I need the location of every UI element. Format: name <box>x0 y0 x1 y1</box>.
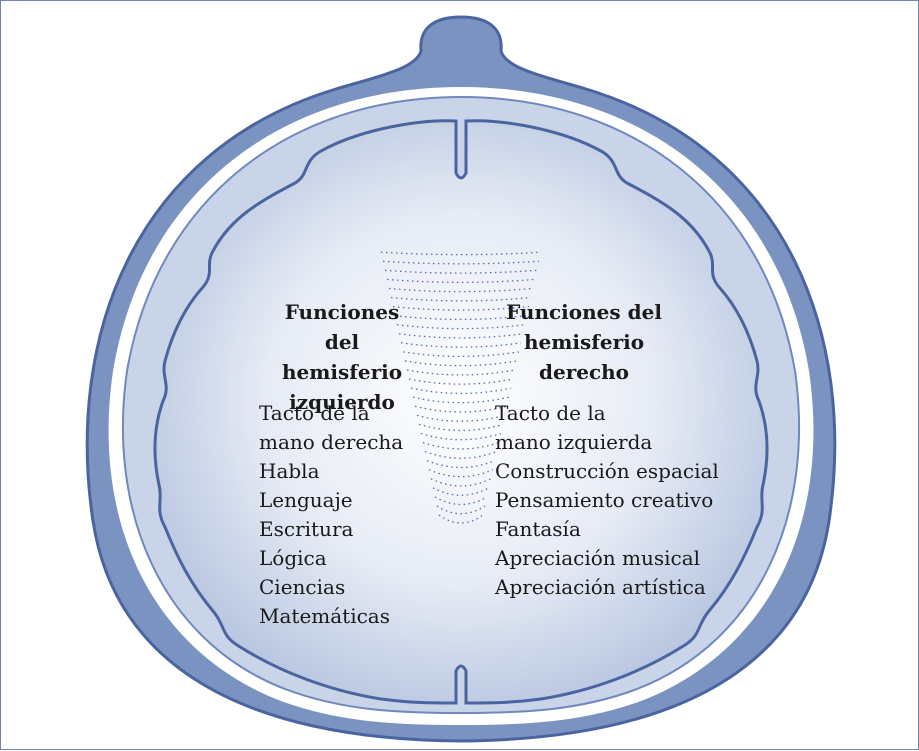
list-item: Tacto de la <box>495 401 606 425</box>
left-heading-line: Funciones del <box>284 300 400 354</box>
list-item: Ciencias <box>259 575 346 599</box>
list-item: Construcción espacial <box>495 459 719 483</box>
callosum-fiber <box>400 342 522 348</box>
callosum-fiber <box>430 478 492 487</box>
callosum-fiber <box>428 469 494 478</box>
list-item: Lenguaje <box>259 488 353 512</box>
list-item: mano izquierda <box>495 430 653 454</box>
right-heading-line: hemisferio <box>523 330 645 354</box>
list-item: Matemáticas <box>259 604 390 628</box>
callosum-fiber <box>390 296 532 302</box>
callosum-fiber <box>394 314 528 321</box>
list-item: Habla <box>259 459 320 483</box>
list-item: Pensamiento creativo <box>495 488 714 512</box>
list-item: Tacto de la <box>259 401 370 425</box>
callosum-fiber <box>432 487 490 496</box>
callosum-fiber <box>418 423 504 432</box>
callosum-fiber <box>404 360 518 367</box>
callosum-fiber <box>422 441 500 450</box>
callosum-fiber <box>408 378 514 385</box>
left-heading-line: izquierdo <box>289 390 395 414</box>
right-heading-line: derecho <box>538 360 630 384</box>
callosum-fiber <box>436 505 486 515</box>
list-item: Escritura <box>259 517 354 541</box>
left-hemisphere-functions: Tacto de la mano derecha Habla Lenguaje … <box>259 399 403 631</box>
list-item: Fantasía <box>495 517 581 541</box>
left-heading-line: hemisferio <box>281 360 403 384</box>
callosum-fiber <box>384 269 538 274</box>
list-item: mano derecha <box>259 430 404 454</box>
callosum-fiber <box>410 387 512 395</box>
right-hemisphere-functions: Tacto de la mano izquierda Construcción … <box>495 399 719 602</box>
right-hemisphere-heading: Funciones del hemisferio derecho <box>504 297 664 387</box>
right-heading-line: Funciones del <box>506 300 662 324</box>
left-hemisphere-heading: Funciones del hemisferio izquierdo <box>267 297 417 417</box>
callosum-fiber <box>392 305 530 311</box>
callosum-fiber <box>420 432 502 441</box>
list-item: Apreciación musical <box>495 546 701 570</box>
list-item: Apreciación artística <box>495 575 706 599</box>
callosum-fiber <box>398 333 524 339</box>
callosum-fiber <box>386 278 536 283</box>
corpus-callosum-fibers <box>380 251 542 524</box>
callosum-fiber <box>380 251 542 256</box>
callosum-fiber <box>414 405 508 413</box>
list-item: Lógica <box>259 546 327 570</box>
